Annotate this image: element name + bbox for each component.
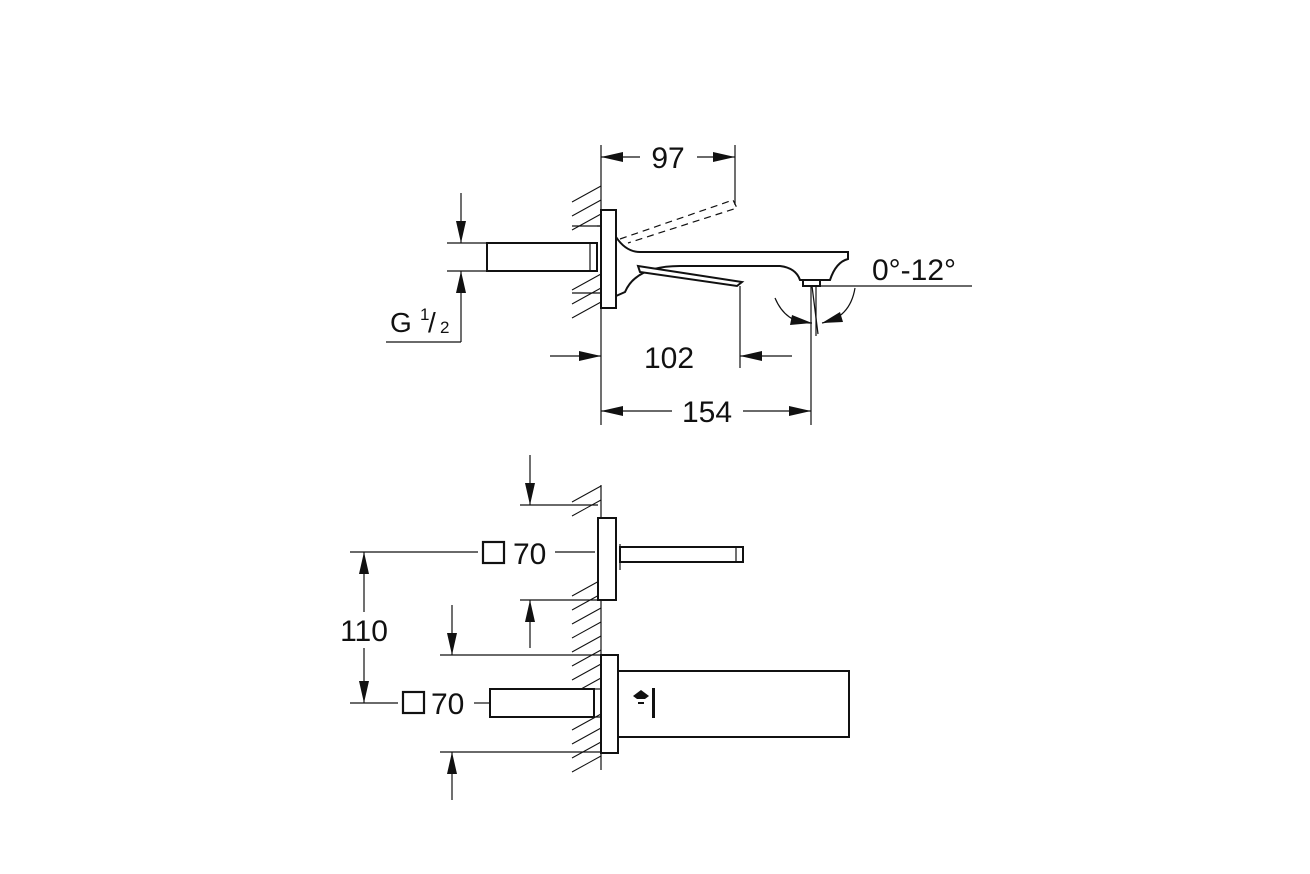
wall-plate	[600, 209, 617, 309]
thread-slash: /	[428, 307, 436, 338]
rosette-upper-label: 70	[513, 538, 546, 571]
lever-lower	[636, 264, 745, 288]
upper-plate	[597, 517, 617, 601]
thread-prefix: G	[390, 307, 412, 338]
dim-97-label: 97	[651, 142, 684, 175]
spout-front	[617, 670, 850, 738]
brand-logo-icon	[633, 688, 655, 718]
center-distance-label: 110	[340, 615, 388, 648]
lever-dashed	[619, 199, 738, 244]
wall-hatching-upper	[571, 185, 602, 319]
thread-stub-front	[489, 688, 595, 718]
dim-102-label: 102	[644, 342, 694, 375]
wall-hatching-lower	[571, 485, 602, 773]
square-outline-icon	[481, 540, 506, 565]
spout-body	[615, 233, 849, 298]
dim-154-label: 154	[682, 396, 732, 429]
side-view: 97 102 154 0°-12° G 1 /	[386, 142, 972, 429]
lever-handle	[619, 546, 744, 563]
aerator	[802, 279, 821, 287]
lower-plate	[600, 654, 619, 754]
thread-numerator: 1	[420, 305, 429, 324]
rosette-lower-label: 70	[431, 688, 464, 721]
angle-label: 0°-12°	[872, 254, 956, 287]
front-view: 70 70 110	[340, 455, 850, 800]
thread-denominator: 2	[440, 318, 449, 337]
square-outline-icon-lower	[401, 690, 426, 715]
thread-stub	[486, 242, 598, 272]
